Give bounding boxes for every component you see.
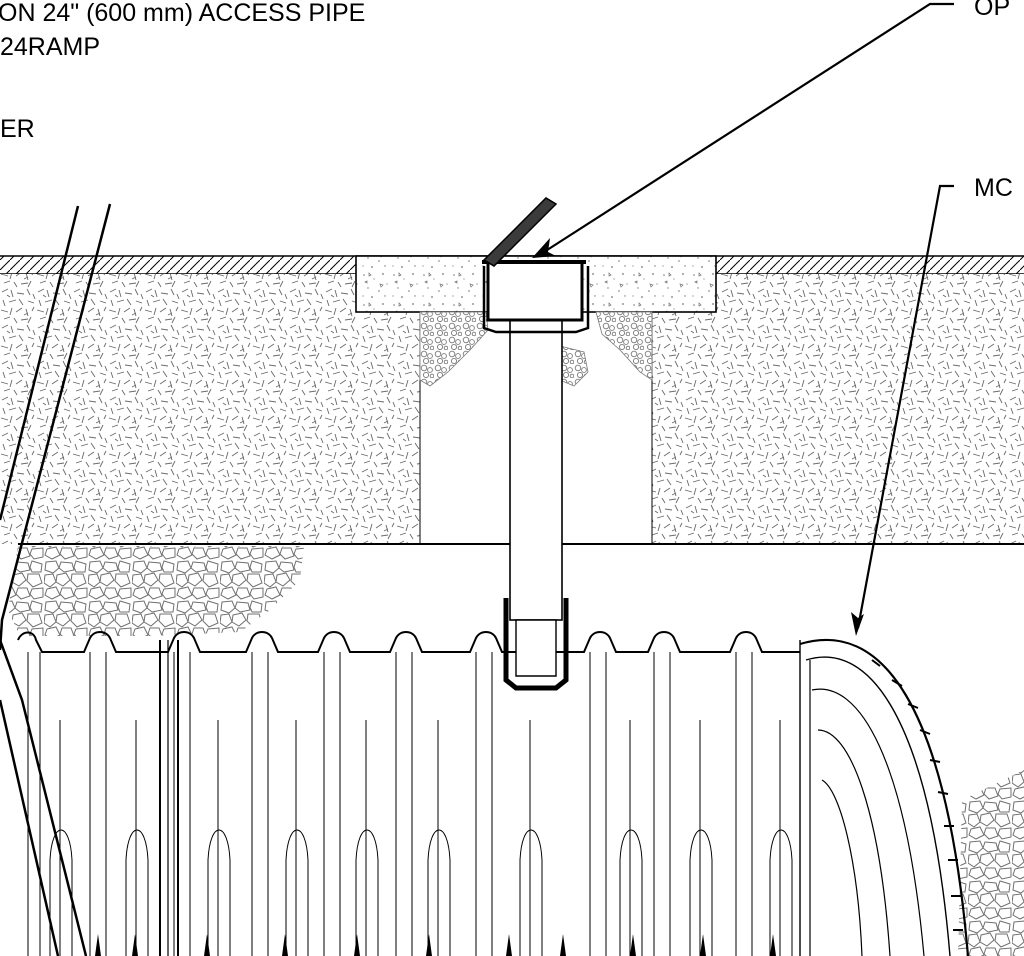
riser-coupler	[503, 598, 569, 691]
chamber-crest	[17, 631, 800, 653]
grate-cover-open	[482, 197, 558, 267]
arrowhead-op	[532, 238, 556, 258]
inlet-pipe	[0, 203, 112, 956]
aggregate-right	[595, 311, 653, 381]
label-access-pipe: ON 24" (600 mm) ACCESS PIPE	[0, 0, 365, 27]
riser-pipe	[509, 319, 563, 621]
label-top-right-partial: OP	[974, 0, 1010, 21]
chamber-corrugation	[27, 652, 753, 956]
label-left-partial: ER	[0, 115, 35, 143]
chamber-arches	[49, 720, 793, 956]
frame-flange	[482, 266, 590, 334]
stone-backfill-left	[8, 546, 304, 636]
label-ramp: 24RAMP	[0, 33, 100, 61]
label-right-partial: MC	[974, 174, 1013, 202]
surface-hatch-left	[0, 256, 356, 274]
backfill-right	[652, 274, 1024, 544]
arrowhead-mc	[851, 612, 864, 636]
chamber	[17, 631, 800, 956]
leader-lines	[543, 2, 954, 629]
end-cap	[799, 638, 970, 956]
surface-hatch-right	[716, 256, 1024, 274]
aggregate-center	[559, 345, 589, 387]
frame-box	[486, 260, 584, 322]
riser-coupler-inner	[515, 619, 557, 677]
aggregate-left	[419, 311, 489, 387]
backfill-left	[0, 274, 420, 544]
anchor-markers	[95, 934, 776, 956]
stone-backfill-right	[958, 770, 1024, 956]
